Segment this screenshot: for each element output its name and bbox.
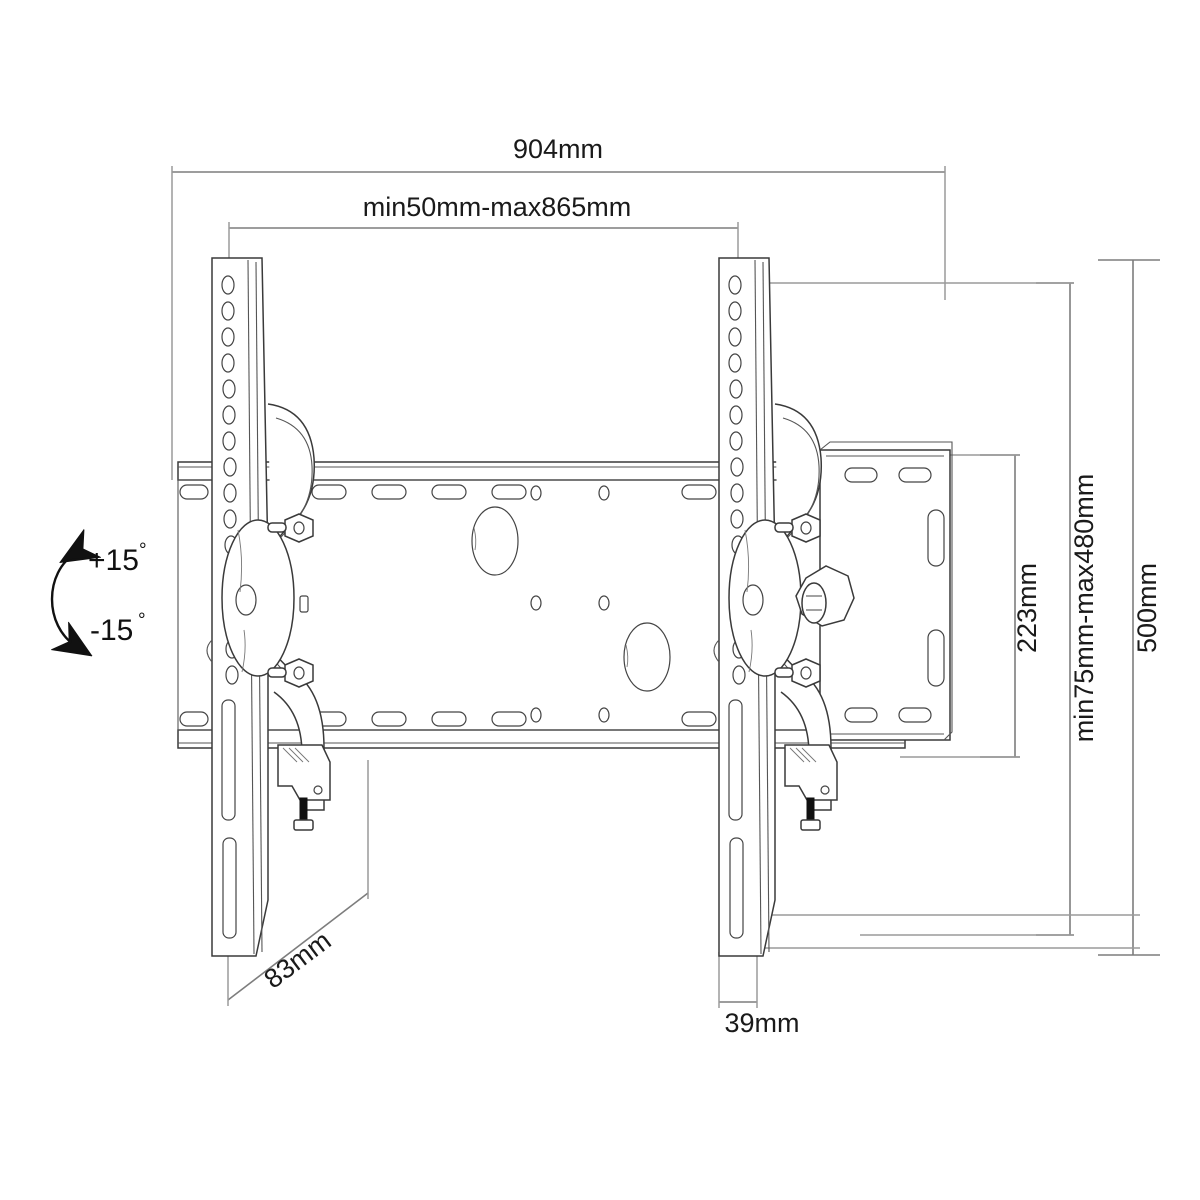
dim-bracket-height: 223mm xyxy=(1012,563,1042,653)
tilt-bolts-right xyxy=(774,513,821,688)
tilt-up-degree-symbol: ° xyxy=(139,540,147,561)
tilt-arm-right xyxy=(728,403,832,811)
dim-overall-height: 500mm xyxy=(1132,563,1162,653)
hex-bolt xyxy=(267,658,314,688)
dim-depth-plate: 39mm xyxy=(724,1008,799,1038)
hex-bolt xyxy=(267,513,314,543)
adjustment-knob[interactable] xyxy=(795,565,855,627)
dim-mount-width-range: min50mm-max865mm xyxy=(363,192,632,222)
dimension-lines xyxy=(171,166,1160,1008)
lock-screw-right xyxy=(784,744,838,831)
tilt-down-value: -15 xyxy=(90,614,133,647)
tilt-up-value: +15 xyxy=(88,544,139,577)
hex-bolt xyxy=(774,658,821,688)
lock-screw-left xyxy=(277,744,331,831)
dim-overall-width: 904mm xyxy=(513,134,603,164)
dim-depth-diagonal: 83mm xyxy=(259,925,337,994)
tilt-arc-icon xyxy=(52,553,76,646)
tv-mount-plate-right xyxy=(819,441,953,741)
tilt-down-degree-symbol: ° xyxy=(138,610,146,631)
hex-bolt xyxy=(774,513,821,543)
tilt-indicator: +15 ° -15 ° xyxy=(52,540,147,647)
wall-plate-holes xyxy=(471,485,671,723)
dim-mount-height-range: min75mm-max480mm xyxy=(1069,474,1099,743)
tilt-bolts-left xyxy=(267,513,314,688)
dimension-labels: 904mm min50mm-max865mm 223mm min75mm-max… xyxy=(259,134,1162,1038)
